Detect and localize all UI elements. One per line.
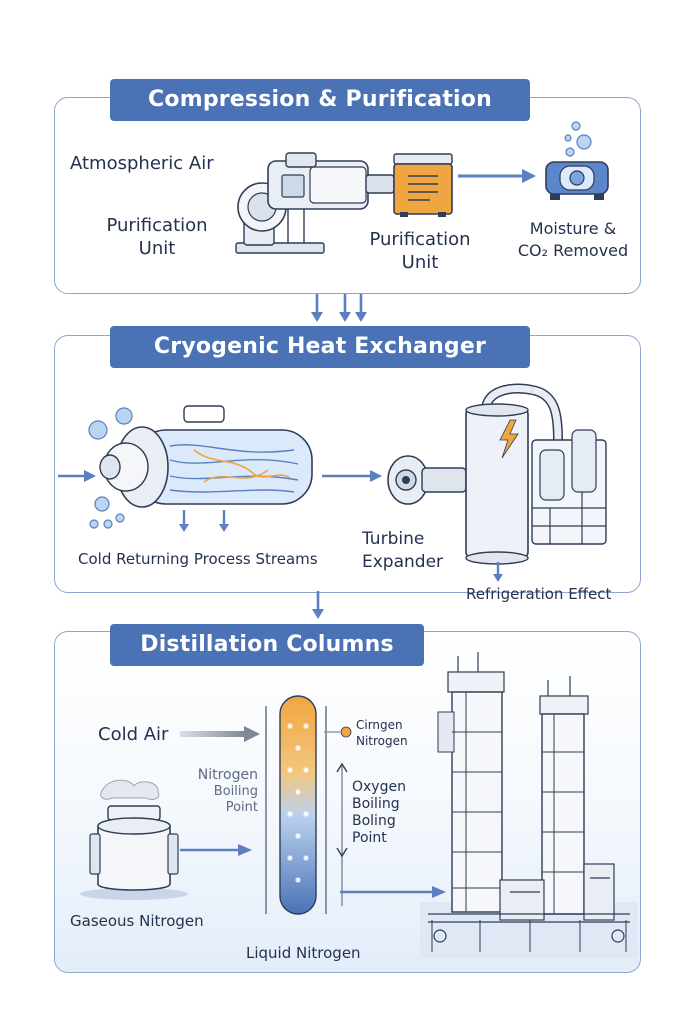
heat-exchanger-icon [88, 405, 313, 532]
tank-to-column-arrow-icon [180, 844, 252, 856]
distillation-column-icon [265, 695, 327, 915]
atmospheric-air-label: Atmospheric Air [70, 153, 214, 174]
compressor-icon [235, 152, 395, 254]
cold-returning-label: Cold Returning Process Streams [78, 550, 318, 568]
inlet-arrow-icon [58, 470, 96, 482]
distillation-header: Distillation Columns [110, 624, 424, 666]
refrigeration-label: Refrigeration Effect [466, 585, 612, 603]
column-to-plant-arrow-icon [340, 886, 446, 898]
compression-header: Compression & Purification [110, 79, 530, 121]
exchanger-header: Cryogenic Heat Exchanger [110, 326, 530, 368]
cirngen-label: Cirngen [356, 718, 403, 732]
down-arrows-icon [311, 294, 367, 322]
flow-arrow-icon [458, 169, 536, 183]
purification-box-icon [393, 153, 453, 217]
purification-unit-center-label: Purification Unit [369, 229, 471, 274]
oxygen-bp-label-3: Boling [352, 813, 396, 829]
moisture-removed-label-2: CO₂ Removed [517, 241, 629, 260]
cold-air-label: Cold Air [98, 724, 169, 745]
oxygen-bp-label-4: Point [352, 830, 387, 846]
nitrogen-top-label: Nitrogen [356, 734, 408, 748]
exchanger-to-turbine-arrow-icon [322, 470, 382, 482]
cold-air-arrow-icon [180, 726, 260, 742]
oxygen-bp-label-1: Oxygen [352, 779, 406, 795]
nitrogen-bp-label-1: Nitrogen [197, 767, 258, 783]
plant-towers-icon [420, 652, 638, 958]
down-arrow-icon [312, 591, 324, 619]
moisture-removal-icon [545, 121, 609, 200]
oxygen-bp-marker-icon [336, 762, 348, 906]
turbine-label: Turbine [362, 529, 425, 549]
nitrogen-bp-label-2: Boiling [213, 784, 258, 799]
liquid-nitrogen-label: Liquid Nitrogen [246, 944, 361, 962]
expander-label: Expander [362, 552, 444, 572]
nitrogen-outlet-icon [324, 726, 352, 738]
oxygen-bp-label-2: Boiling [352, 796, 400, 812]
nitrogen-bp-label-3: Point [225, 800, 258, 815]
nitrogen-tank-icon [80, 779, 188, 900]
turbine-expander-icon [387, 383, 607, 582]
gaseous-nitrogen-label: Gaseous Nitrogen [70, 912, 204, 930]
moisture-removed-label-1: Moisture & [529, 219, 617, 238]
purification-unit-left-label: Purification Unit [106, 215, 208, 260]
